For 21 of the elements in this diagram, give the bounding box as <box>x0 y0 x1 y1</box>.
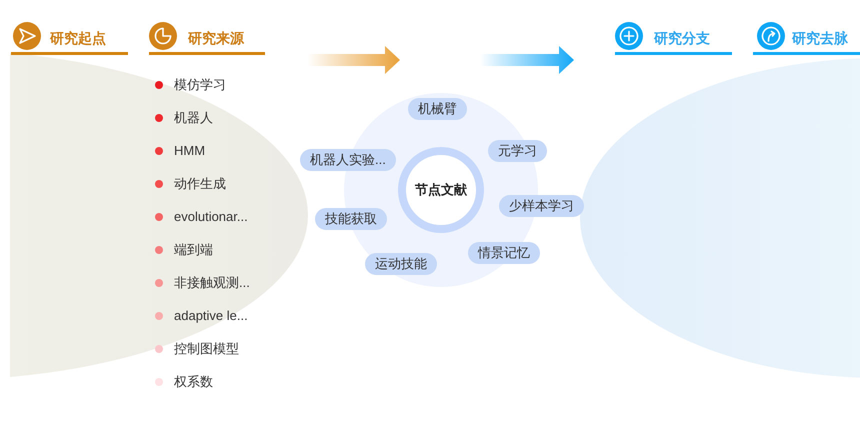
list-item: 机器人 <box>174 109 213 127</box>
keyword-pill: 元学习 <box>488 140 547 162</box>
keyword-pill: 少样本学习 <box>499 195 584 217</box>
list-item: HMM <box>174 142 206 160</box>
keyword-pill: 情景记忆 <box>468 242 540 264</box>
section-heading: 研究去脉 <box>792 29 848 47</box>
list-item: 动作生成 <box>174 175 226 193</box>
list-item: adaptive le... <box>174 307 248 325</box>
list-item: 模仿学习 <box>174 76 226 94</box>
list-item: 控制图模型 <box>174 340 239 358</box>
keyword-pill: 机器人实验... <box>300 149 396 171</box>
section-heading: 研究来源 <box>188 29 244 47</box>
list-item: 非接触观测... <box>174 274 250 292</box>
keyword-pill: 机械臂 <box>408 98 467 120</box>
keyword-pill: 运动技能 <box>365 253 437 275</box>
list-item: 端到端 <box>174 241 213 259</box>
section-heading: 研究分支 <box>654 29 710 47</box>
section-heading: 研究起点 <box>50 29 106 47</box>
list-item: 权系数 <box>174 373 213 391</box>
keyword-pill: 技能获取 <box>315 208 387 230</box>
list-item: evolutionar... <box>174 208 248 226</box>
